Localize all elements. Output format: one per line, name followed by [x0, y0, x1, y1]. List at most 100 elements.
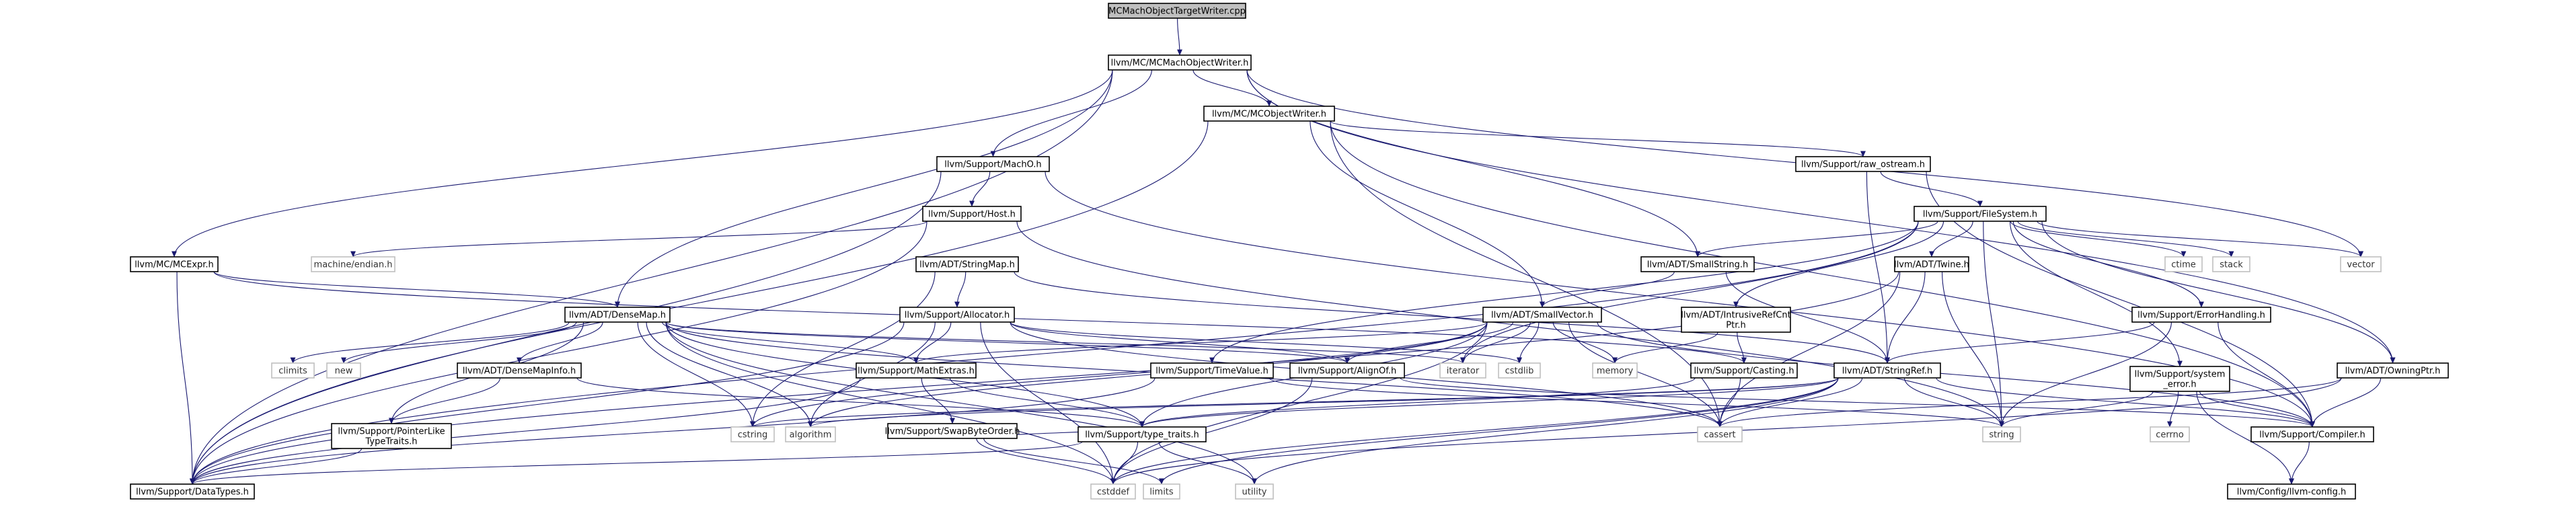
edge-mcobjwriter-to-compiler	[1330, 120, 2315, 428]
node-box	[922, 206, 1022, 222]
edge-allocator-to-cstdlib	[1010, 321, 1522, 364]
node-utility[interactable]: utility	[1235, 483, 1274, 500]
node-rawostream[interactable]: llvm/Support/raw_ostream.h	[1795, 156, 1931, 172]
node-box	[1289, 362, 1405, 379]
node-casting[interactable]: llvm/Support/Casting.h	[1690, 362, 1798, 379]
node-swapbyteorder[interactable]: llvm/Support/SwapByteOrder.h	[885, 423, 1020, 439]
node-iterator[interactable]: iterator	[1439, 362, 1486, 379]
node-densemap[interactable]: llvm/ADT/DenseMap.h	[564, 307, 671, 323]
node-root[interactable]: MCMachObjectTargetWriter.cpp	[1108, 3, 1246, 19]
node-syserror[interactable]: llvm/Support/system_error.h	[2129, 366, 2230, 392]
node-mathextras[interactable]: llvm/Support/MathExtras.h	[856, 362, 977, 379]
edge-stringmap-to-cstring	[750, 271, 936, 428]
node-stack[interactable]: stack	[2212, 256, 2250, 272]
edge-stringref-to-limits	[1159, 377, 1839, 485]
node-limits[interactable]: limits	[1143, 483, 1180, 500]
node-label: llvm/ADT/StringRef.h	[1842, 366, 1932, 377]
node-memory[interactable]: memory	[1592, 362, 1638, 379]
edge-errorhandling-to-compiler	[2218, 321, 2315, 428]
node-timevalue[interactable]: llvm/Support/TimeValue.h	[1150, 362, 1274, 379]
node-label: machine/endian.h	[314, 260, 393, 270]
node-datatypes[interactable]: llvm/Support/DataTypes.h	[130, 483, 255, 500]
node-errorhandling[interactable]: llvm/Support/ErrorHandling.h	[2131, 307, 2271, 323]
edge-syserror-to-compiler	[2199, 391, 2315, 428]
edge-filesystem-to-string	[1983, 221, 2004, 428]
node-cstdlib[interactable]: cstdlib	[1498, 362, 1541, 379]
node-mcmachwriter[interactable]: llvm/MC/MCMachObjectWriter.h	[1108, 54, 1252, 71]
node-new[interactable]: new	[326, 362, 361, 379]
node-label: Ptr.h	[1726, 321, 1745, 331]
edge-twine-to-string	[1942, 271, 2004, 428]
node-box	[130, 483, 255, 500]
edge-mcmachwriter-to-smallstring	[1246, 69, 1700, 258]
edge-densemap-to-new	[341, 321, 577, 364]
node-owningptr[interactable]: llvm/ADT/OwningPtr.h	[2337, 362, 2449, 379]
node-cassert[interactable]: cassert	[1697, 426, 1743, 442]
node-label: llvm/ADT/SmallString.h	[1647, 260, 1748, 270]
node-string[interactable]: string	[1982, 426, 2021, 442]
node-cstddef[interactable]: cstddef	[1090, 483, 1136, 500]
node-machineendian[interactable]: machine/endian.h	[311, 256, 395, 272]
node-host[interactable]: llvm/Support/Host.h	[922, 206, 1022, 222]
edge-allocator-to-alignof	[1010, 321, 1350, 364]
node-label: llvm/Support/Allocator.h	[905, 311, 1010, 321]
node-cstring[interactable]: cstring	[730, 426, 775, 442]
node-label: llvm/Support/MachO.h	[944, 160, 1041, 170]
node-mcexpr[interactable]: llvm/MC/MCExpr.h	[130, 256, 219, 272]
node-label: string	[1989, 430, 2014, 440]
node-box	[936, 156, 1050, 172]
edge-densemap-to-algorithm	[646, 321, 813, 428]
node-macho[interactable]: llvm/Support/MachO.h	[936, 156, 1050, 172]
node-label: TypeTraits.h	[365, 437, 417, 447]
node-box	[564, 307, 671, 323]
edge-host-to-machineendian	[350, 221, 927, 258]
node-label: llvm/ADT/Twine.h	[1894, 260, 1969, 270]
node-box	[1203, 106, 1335, 122]
edge-intrusive-to-casting	[1737, 331, 1747, 364]
edge-filesystem-to-twine	[1929, 221, 1973, 258]
node-label: cstring	[738, 430, 767, 440]
edge-compiler-to-llvmconfig	[2289, 441, 2310, 485]
node-typetraits[interactable]: llvm/Support/type_traits.h	[1077, 426, 1207, 442]
edge-syserror-to-cerrno	[2167, 391, 2179, 428]
node-compiler[interactable]: llvm/Support/Compiler.h	[2250, 426, 2374, 442]
node-filesystem[interactable]: llvm/Support/FileSystem.h	[1914, 206, 2047, 222]
node-label: llvm/Support/Host.h	[928, 210, 1016, 220]
edge-mcmachwriter-to-densemap	[615, 69, 1113, 308]
node-box	[1498, 362, 1541, 379]
node-box	[899, 307, 1015, 323]
edge-syserror-to-llvmconfig	[2196, 391, 2294, 485]
node-vector[interactable]: vector	[2340, 256, 2382, 272]
node-stringmap[interactable]: llvm/ADT/StringMap.h	[915, 256, 1019, 272]
node-label: llvm/ADT/OwningPtr.h	[2345, 366, 2441, 377]
edge-root-to-mcmachwriter	[1177, 17, 1182, 56]
node-label: llvm/ADT/DenseMapInfo.h	[463, 366, 576, 377]
node-algorithm[interactable]: algorithm	[785, 426, 836, 442]
node-box	[2250, 426, 2374, 442]
edge-stringref-to-utility	[1252, 377, 1839, 485]
edge-timevalue-to-datatypes	[190, 377, 1156, 485]
node-mcobjwriter[interactable]: llvm/MC/MCObjectWriter.h	[1203, 106, 1335, 122]
node-label: llvm/ADT/DenseMap.h	[569, 311, 666, 321]
node-smallstring[interactable]: llvm/ADT/SmallString.h	[1640, 256, 1755, 272]
node-smallvector[interactable]: llvm/ADT/SmallVector.h	[1482, 307, 1602, 323]
node-ctime[interactable]: ctime	[2164, 256, 2203, 272]
node-label: llvm/ADT/StringMap.h	[919, 260, 1015, 270]
node-box	[1833, 362, 1941, 379]
node-twine[interactable]: llvm/ADT/Twine.h	[1894, 256, 1969, 272]
edge-typetraits-to-utility	[1158, 441, 1257, 485]
node-alignof[interactable]: llvm/Support/AlignOf.h	[1289, 362, 1405, 379]
node-box	[326, 362, 361, 379]
node-climits[interactable]: climits	[271, 362, 315, 379]
node-stringref[interactable]: llvm/ADT/StringRef.h	[1833, 362, 1941, 379]
node-llvmconfig[interactable]: llvm/Config/llvm-config.h	[2227, 483, 2356, 500]
node-allocator[interactable]: llvm/Support/Allocator.h	[899, 307, 1015, 323]
edge-stringref-to-cassert	[1717, 377, 1863, 428]
edge-filesystem-to-owningptr	[2041, 221, 2396, 364]
node-densemapinfo[interactable]: llvm/ADT/DenseMapInfo.h	[457, 362, 582, 379]
node-cerrno[interactable]: cerrno	[2150, 426, 2190, 442]
edge-owningptr-to-compiler	[2310, 377, 2382, 428]
edge-pointerlike-to-datatypes	[190, 448, 363, 485]
